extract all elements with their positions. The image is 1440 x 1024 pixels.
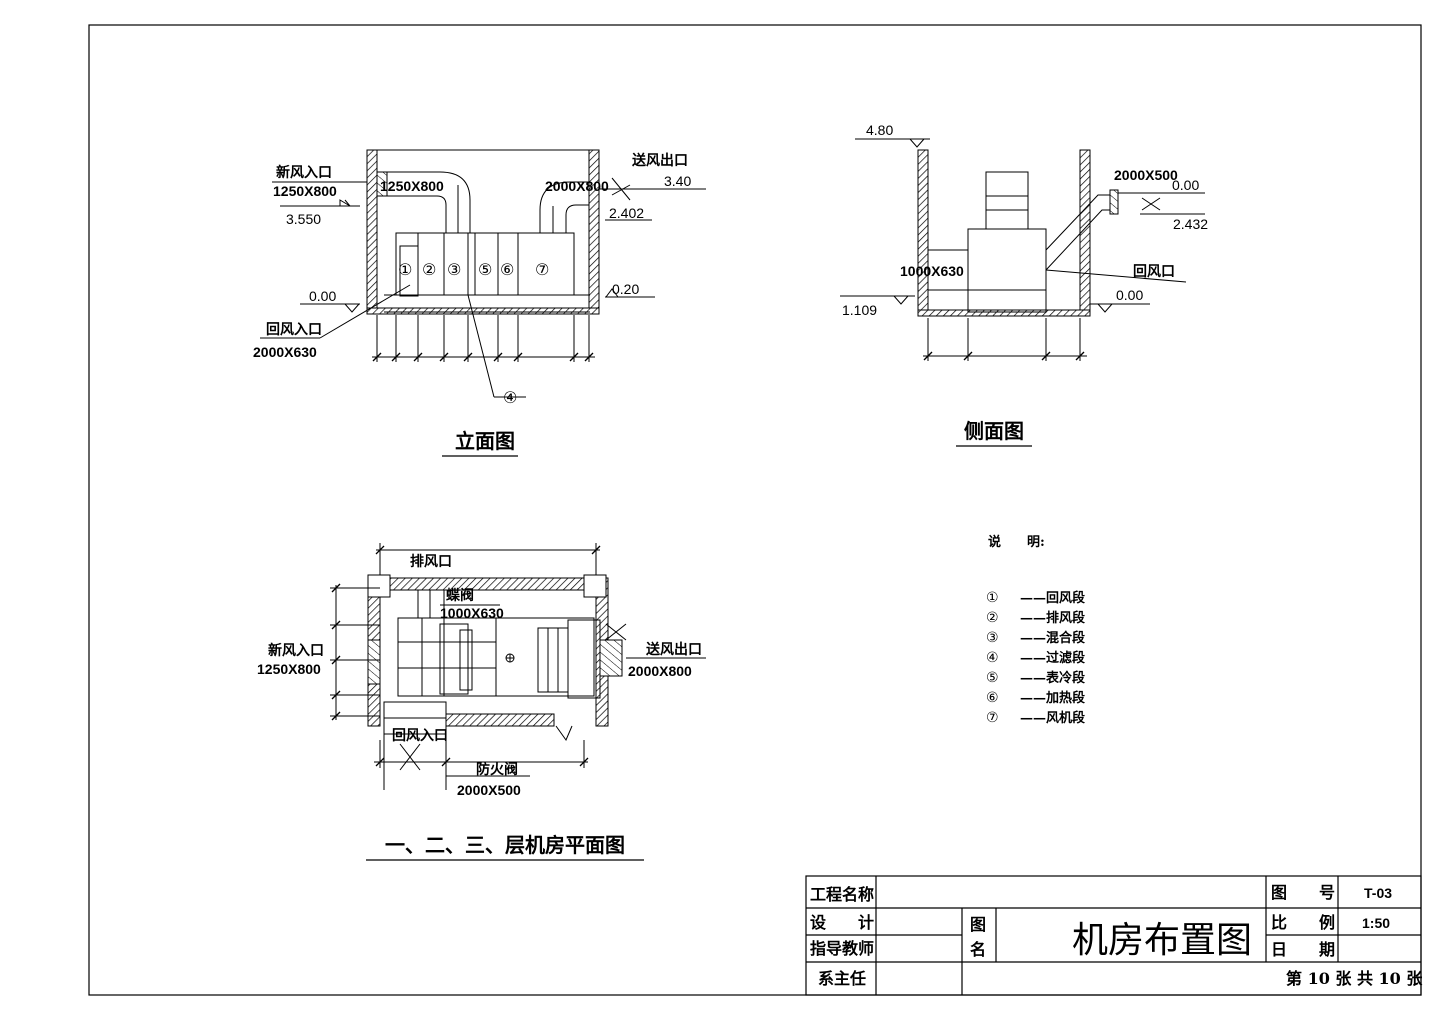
plan-fresh-air-label: 新风入口 (268, 642, 324, 659)
plan-return-label: 回风入口 (392, 728, 448, 744)
dept-head-label: 系主任 (818, 969, 866, 988)
elevation-view-title: 立面图 (455, 429, 515, 453)
drawing-title: 机房布置图 (1072, 920, 1252, 961)
advisor-label: 指导教师 (810, 939, 874, 958)
butterfly-valve-label: 蝶阀 (446, 587, 474, 604)
note-text-1: ——回风段 (1020, 590, 1085, 606)
note-text-3: ——混合段 (1020, 630, 1085, 646)
side-elev-000-bottom: 0.00 (1116, 287, 1143, 303)
note-marker-1: ① (986, 590, 999, 606)
scale-value: 1:50 (1362, 915, 1390, 931)
project-name-label: 工程名称 (810, 885, 874, 904)
fire-damper-size: 2000X500 (457, 782, 521, 798)
butterfly-valve-size: 1000X630 (440, 605, 504, 621)
side-ahu-body (967, 228, 1047, 313)
floor-slab (366, 307, 600, 315)
return-air-inlet-size: 2000X630 (253, 344, 317, 360)
drawing-no-label: 图 号 (1271, 883, 1335, 902)
drawing-name-label-2: 名 (970, 940, 986, 959)
right-wall (588, 149, 600, 313)
elev-1109: 1.109 (842, 302, 877, 318)
side-view (840, 138, 1205, 361)
title-block (805, 875, 1422, 996)
note-text-6: ——加热段 (1020, 690, 1085, 706)
section-marker-6: ⑥ (500, 260, 514, 279)
elevation-labels: 新风入口 1250X800 1250X800 3.550 0.00 回风入口 2… (253, 152, 691, 453)
note-marker-6: ⑥ (986, 690, 999, 706)
note-text-4: ——过滤段 (1020, 650, 1085, 666)
elev-020: 0.20 (612, 281, 639, 297)
elev-000: 0.00 (309, 288, 336, 304)
section-marker-1: ① (398, 260, 412, 279)
fresh-air-inlet-size: 1250X800 (273, 183, 337, 199)
notes: 说 明: ① ——回风段 ② ——排风段 ③ ——混合段 ④ ——过滤段 ⑤ —… (986, 534, 1085, 726)
fresh-air-inlet-label: 新风入口 (276, 164, 332, 181)
section-marker-7: ⑦ (535, 260, 549, 279)
return-air-label: 回风口 (1133, 264, 1175, 280)
sheet-info: 第 10 张 共 10 张 (1286, 969, 1423, 988)
supply-duct-size: 2000X800 (545, 178, 609, 194)
plan-view-labels: 排风口 蝶阀 1000X630 新风入口 1250X800 送风出口 2000X… (257, 553, 702, 857)
duct-size-left: 1250X800 (380, 178, 444, 194)
scale-label: 比 例 (1271, 913, 1335, 932)
supply-outlet-label: 送风出口 (631, 152, 688, 169)
note-text-7: ——风机段 (1020, 710, 1085, 726)
drawing-no: T-03 (1364, 885, 1392, 901)
fire-damper-label: 防火阀 (476, 761, 518, 778)
note-marker-3: ③ (986, 630, 999, 646)
side-view-title: 侧面图 (964, 419, 1024, 443)
side-elev-000-top: 0.00 (1172, 177, 1199, 193)
left-wall (366, 149, 378, 313)
exhaust-label: 排风口 (410, 553, 452, 570)
title-block-text: 工程名称 设 计 指导教师 系主任 图 名 机房布置图 图 号 T-03 比 例… (810, 883, 1423, 988)
plan-supply-size: 2000X800 (628, 663, 692, 679)
return-air-inlet-label: 回风入口 (266, 322, 322, 338)
elev-340: 3.40 (664, 173, 691, 189)
section-marker-4: ④ (503, 388, 517, 407)
plan-ahu-body (397, 617, 497, 697)
side-view-labels: 4.80 2000X500 0.00 2.432 1000X630 回风口 1.… (842, 122, 1208, 443)
date-label: 日 期 (1271, 940, 1335, 959)
note-marker-7: ⑦ (986, 710, 999, 726)
note-text-5: ——表冷段 (1020, 670, 1085, 686)
note-marker-5: ⑤ (986, 670, 999, 686)
drawing-name-label-1: 图 (970, 915, 986, 934)
elev-2432: 2.432 (1173, 216, 1208, 232)
side-duct-size-left: 1000X630 (900, 263, 964, 279)
plan-view (330, 543, 706, 790)
sheet-border (88, 24, 1422, 996)
plan-fresh-air-size: 1250X800 (257, 661, 321, 677)
note-text-2: ——排风段 (1020, 610, 1085, 626)
notes-title: 说 明: (988, 534, 1045, 550)
section-marker-5: ⑤ (478, 260, 492, 279)
side-duct-size-top: 2000X500 (1114, 167, 1178, 183)
elevation-view (260, 149, 706, 398)
elev-2402: 2.402 (609, 205, 644, 221)
section-marker-3: ③ (447, 260, 461, 279)
plan-supply-label: 送风出口 (645, 641, 702, 658)
section-marker-2: ② (422, 260, 436, 279)
note-marker-2: ② (986, 610, 999, 626)
elev-480: 4.80 (866, 122, 893, 138)
elev-3550: 3.550 (286, 211, 321, 227)
note-marker-4: ④ (986, 650, 999, 666)
design-label: 设 计 (810, 913, 874, 932)
plan-view-title: 一、二、三、层机房平面图 (385, 833, 625, 857)
